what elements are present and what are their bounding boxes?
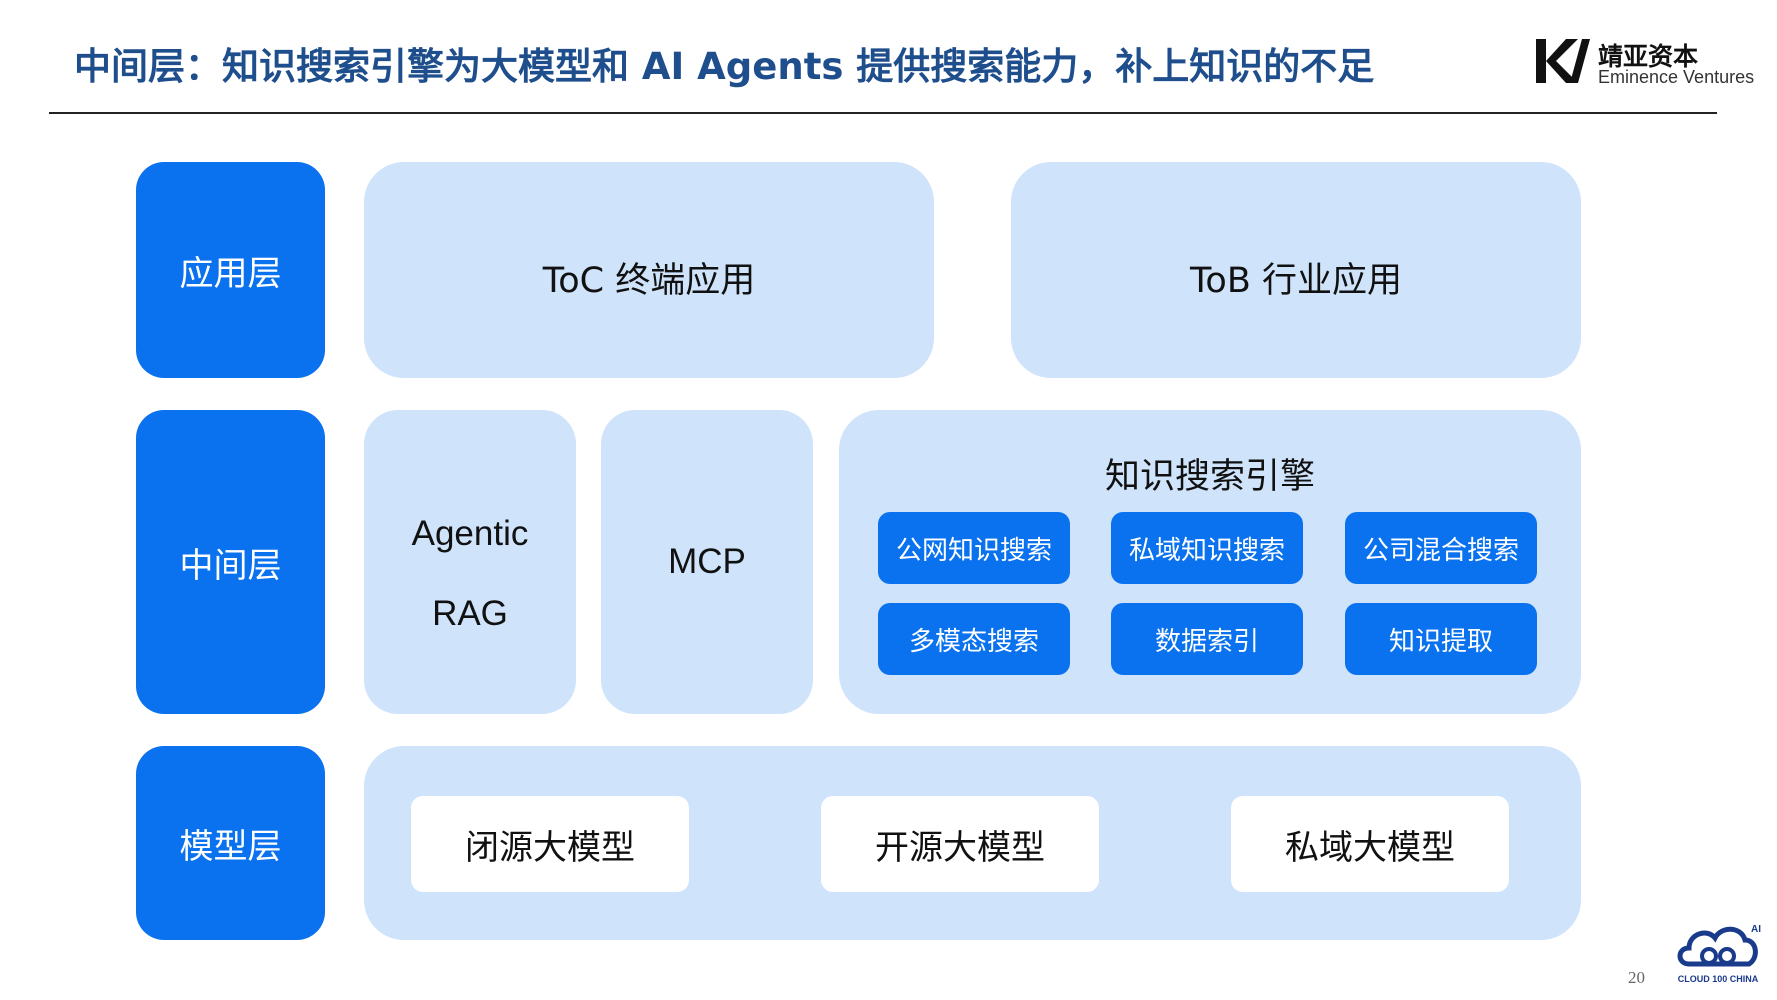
closed-source-model-card: 闭源大模型 (411, 796, 689, 892)
tob-panel: ToB 行业应用 (1011, 162, 1581, 378)
logo-english-name: Eminence Ventures (1598, 67, 1755, 87)
page-number: 20 (1628, 968, 1645, 987)
toc-panel: ToC 终端应用 (364, 162, 934, 378)
company-logo: 靖亚资本 Eminence Ventures (1536, 37, 1768, 87)
cloud-icon: AI (1677, 924, 1761, 967)
open-source-model-card: 开源大模型 (821, 796, 1099, 892)
mcp-label: MCP (668, 542, 746, 581)
mcp-panel: MCP (601, 410, 813, 714)
private-model-card: 私域大模型 (1231, 796, 1509, 892)
middle-layer-label: 中间层 (136, 410, 325, 714)
ai-badge: AI (1751, 924, 1761, 935)
title-divider (49, 112, 1717, 114)
cloud100-logo: AI CLOUD 100 CHINA (1675, 918, 1761, 988)
engine-item-data-index: 数据索引 (1111, 603, 1303, 675)
engine-item-multimodal-search: 多模态搜索 (878, 603, 1070, 675)
model-layer-panel: 闭源大模型 开源大模型 私域大模型 (364, 746, 1581, 940)
engine-title: 知识搜索引擎 (1104, 457, 1315, 497)
tob-label: ToB 行业应用 (1190, 260, 1402, 301)
engine-item-knowledge-extraction: 知识提取 (1345, 603, 1537, 675)
engine-item-private-search: 私域知识搜索 (1111, 512, 1303, 584)
app-layer-label: 应用层 (136, 162, 325, 378)
cloud100-text: CLOUD 100 CHINA (1677, 974, 1759, 984)
rag-label: RAG (432, 594, 508, 633)
eminence-logo-icon (1536, 39, 1590, 83)
knowledge-search-engine-panel: 知识搜索引擎 公网知识搜索 私域知识搜索 公司混合搜索 多模态搜索 数据索引 知… (839, 410, 1581, 714)
engine-item-public-search: 公网知识搜索 (878, 512, 1070, 584)
model-layer-label: 模型层 (136, 746, 325, 940)
agentic-label: Agentic (411, 514, 529, 553)
agentic-rag-panel: Agentic RAG (364, 410, 576, 714)
engine-item-hybrid-search: 公司混合搜索 (1345, 512, 1537, 584)
page-title: 中间层：知识搜索引擎为大模型和 AI Agents 提供搜索能力，补上知识的不足 (74, 45, 1375, 88)
toc-label: ToC 终端应用 (542, 260, 756, 301)
logo-chinese-name: 靖亚资本 (1598, 42, 1699, 71)
